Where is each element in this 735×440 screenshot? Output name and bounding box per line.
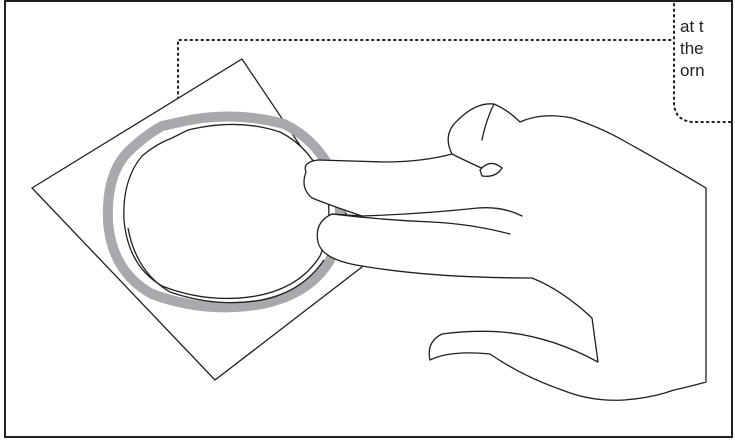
illustration-frame: at t the orn bbox=[4, 0, 733, 438]
cut-circle bbox=[124, 124, 329, 302]
callout-text: at t the orn bbox=[680, 16, 733, 82]
callout-line-3: orn bbox=[680, 60, 733, 82]
callout-line-2: the bbox=[680, 38, 733, 60]
illustration-canvas bbox=[6, 2, 733, 438]
hand-illustration bbox=[304, 104, 706, 400]
callout-line-1: at t bbox=[680, 16, 733, 38]
